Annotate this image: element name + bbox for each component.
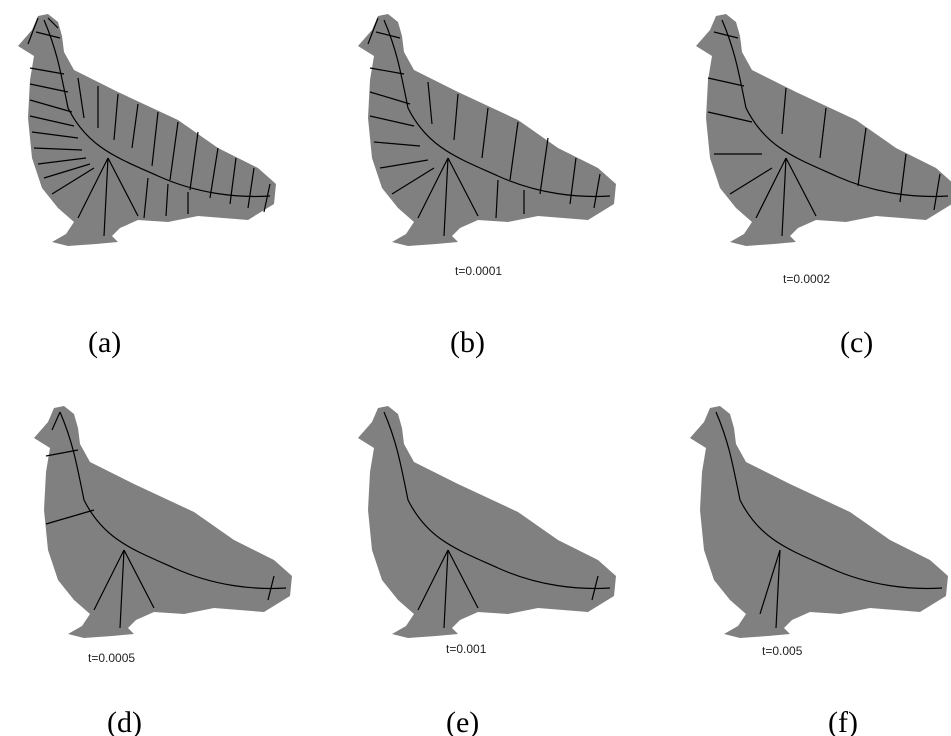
panel-f	[680, 400, 950, 642]
pigeon-skeleton-c	[686, 8, 951, 250]
panel-c-letter: (c)	[840, 326, 873, 360]
panel-c-time-label: t=0.0002	[783, 272, 830, 286]
panel-f-letter: (f)	[828, 706, 858, 736]
pigeon-skeleton-b	[348, 8, 618, 250]
panel-b-letter: (b)	[450, 326, 485, 360]
pigeon-skeleton-d	[24, 400, 294, 642]
panel-e	[348, 400, 618, 642]
pigeon-skeleton-f	[680, 400, 950, 642]
panel-f-time-label: t=0.005	[762, 644, 802, 658]
panel-d-time-label: t=0.0005	[88, 651, 135, 665]
pigeon-skeleton-a	[8, 8, 278, 250]
panel-e-time-label: t=0.001	[446, 642, 486, 656]
panel-a-letter: (a)	[88, 326, 121, 360]
panel-d-letter: (d)	[107, 706, 142, 736]
panel-c	[686, 8, 951, 250]
panel-b-time-label: t=0.0001	[455, 264, 502, 278]
panel-a	[8, 8, 278, 250]
panel-e-letter: (e)	[446, 706, 479, 736]
panel-d	[24, 400, 294, 642]
pigeon-skeleton-e	[348, 400, 618, 642]
panel-b	[348, 8, 618, 250]
